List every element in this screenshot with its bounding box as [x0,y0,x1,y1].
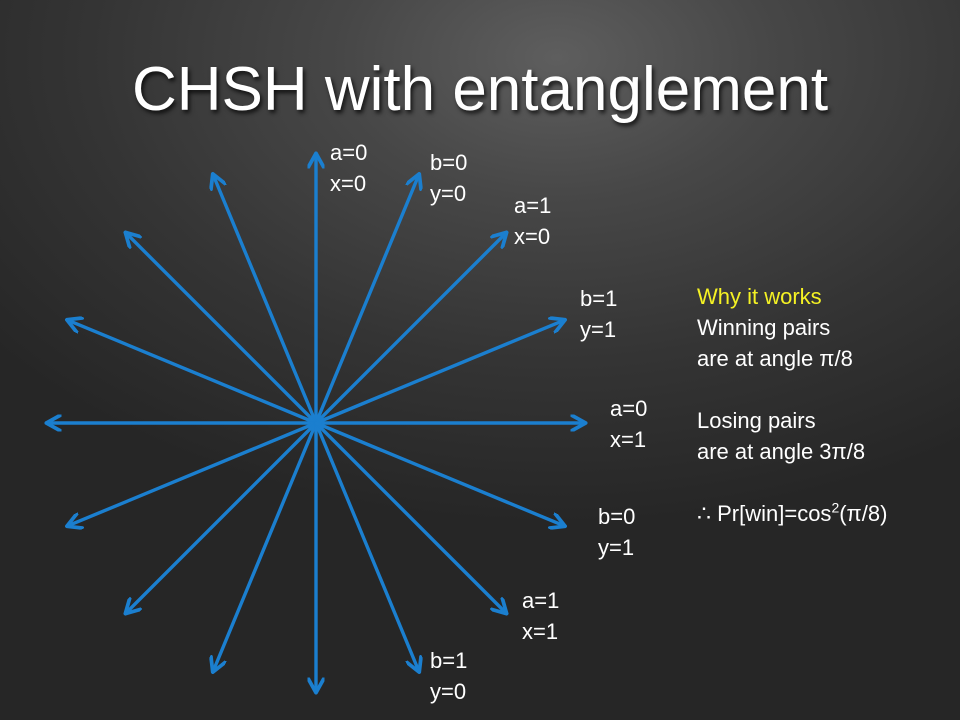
explanation-line: Winning pairs [697,315,831,340]
vector-label-line1: b=0 [430,150,468,175]
explanation-panel: Why it works Winning pairs are at angle … [697,281,947,529]
formula-prefix: ∴ Pr[win]=cos [697,501,832,526]
vector-arrow [127,234,318,425]
formula-suffix: (π/8) [839,501,888,526]
vector-label: a=0 x=1 [610,393,647,455]
win-probability-formula: ∴ Pr[win]=cos2(π/8) [697,498,947,529]
vector-arrow [314,421,419,671]
vector-label-line1: a=1 [522,588,560,613]
vector-label: b=0 y=1 [598,501,635,563]
slide-title: CHSH with entanglement [131,55,829,124]
explanation-heading: Why it works [697,284,822,309]
vector-label-line2: x=0 [514,224,551,249]
vector-label-line2: y=0 [430,679,467,704]
vector-label: a=1 x=0 [514,190,551,252]
formula-exponent: 2 [831,499,840,516]
vector-label-line1: b=1 [430,648,468,673]
explanation-line: Losing pairs [697,408,816,433]
vector-arrow [68,320,318,425]
vector-arrow [314,421,506,613]
vector-label: b=1 y=0 [430,645,467,707]
vector-arrow [314,421,564,526]
vector-label-line2: y=0 [430,181,467,206]
vector-label-line2: x=1 [610,427,647,452]
vector-label: a=1 x=1 [522,585,559,647]
vector-label-line1: b=0 [598,504,636,529]
spacer [697,467,947,498]
vector-label-line2: x=0 [330,171,367,196]
vector-label-line1: a=0 [330,140,368,165]
vector-label: a=0 x=0 [330,137,367,199]
vector-arrow [213,421,318,671]
vector-label-line1: a=0 [610,396,648,421]
vector-arrow [213,175,318,425]
explanation-line: are at angle 3π/8 [697,439,866,464]
vector-label-line2: x=1 [522,619,559,644]
vector-label-line2: y=1 [580,317,617,342]
vector-label: b=0 y=0 [430,147,467,209]
vector-arrow [314,320,564,425]
vector-arrow [314,175,419,425]
arrows-group [48,155,584,691]
vector-label-line1: b=1 [580,286,618,311]
vector-label-line2: y=1 [598,535,635,560]
vector-arrow [127,421,318,613]
explanation-line: are at angle π/8 [697,346,853,371]
vector-arrow [68,421,318,526]
spacer [697,374,947,405]
vector-label: b=1 y=1 [580,283,617,345]
vector-label-line1: a=1 [514,193,552,218]
vector-arrow [314,234,506,425]
